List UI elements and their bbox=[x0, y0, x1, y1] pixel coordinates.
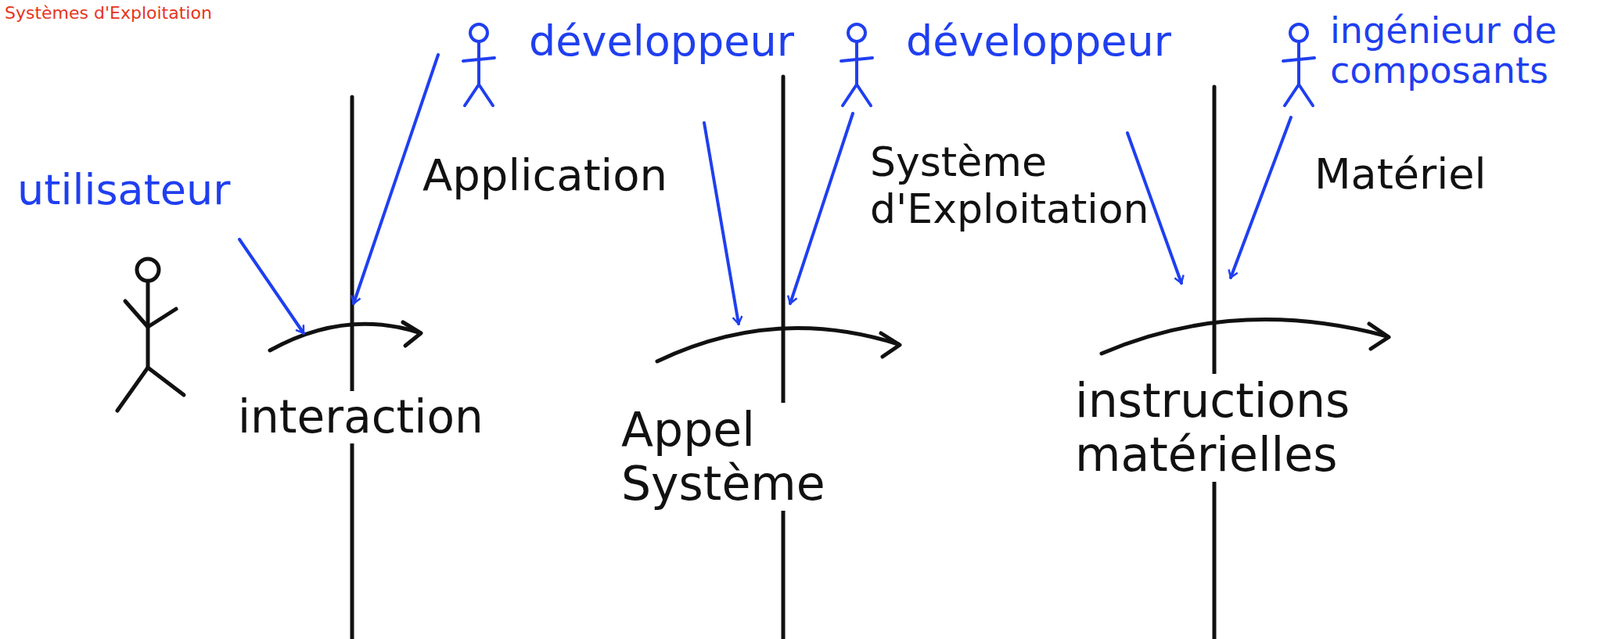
arc-chevron bbox=[1369, 323, 1389, 349]
figure-head bbox=[470, 24, 488, 42]
interface-arc bbox=[269, 323, 419, 351]
role-label: développeur bbox=[528, 17, 795, 66]
separator-line bbox=[350, 97, 355, 639]
layer-label: Application bbox=[422, 150, 668, 201]
arc-chevron bbox=[402, 322, 421, 346]
figure-leg bbox=[842, 84, 857, 106]
figure-leg bbox=[478, 84, 493, 106]
role-arrows bbox=[239, 54, 1291, 334]
figure-leg bbox=[1298, 84, 1313, 106]
interface-arc bbox=[1101, 320, 1388, 354]
figure-arm bbox=[125, 301, 148, 328]
figure-arm bbox=[1283, 57, 1315, 62]
arc-chevron bbox=[880, 333, 900, 357]
page-title: Systèmes d'Exploitation bbox=[4, 3, 213, 23]
layer-separators bbox=[352, 76, 1215, 639]
role-arrow bbox=[1230, 117, 1291, 278]
role-label: utilisateur bbox=[17, 165, 231, 215]
role-arrow bbox=[239, 239, 304, 334]
role-label: développeur bbox=[906, 17, 1172, 66]
figure-arm bbox=[147, 309, 177, 328]
figure-head bbox=[1290, 24, 1308, 42]
figure-leg bbox=[117, 367, 148, 411]
figure-leg bbox=[464, 84, 479, 106]
interface-label: Appel Système bbox=[618, 402, 875, 511]
layer-label: Système d'Exploitation bbox=[870, 139, 1137, 234]
layer-label: Matériel bbox=[1314, 150, 1487, 199]
figure-leg bbox=[856, 84, 871, 106]
role-arrow bbox=[704, 122, 739, 324]
interface-arcs bbox=[269, 320, 1389, 362]
interface-label: instructions matérielles bbox=[1071, 373, 1439, 482]
figure-body bbox=[855, 41, 859, 85]
figure-arm bbox=[463, 57, 495, 62]
separator-line bbox=[1212, 86, 1217, 639]
figure-leg bbox=[147, 367, 184, 396]
figure-leg bbox=[1284, 84, 1299, 106]
role-label: ingénieur de composants bbox=[1330, 10, 1589, 90]
role-arrow bbox=[790, 113, 853, 304]
figure-body bbox=[1297, 41, 1301, 85]
interface-arc bbox=[657, 328, 899, 362]
figure-head bbox=[848, 24, 866, 42]
figure-head bbox=[136, 258, 159, 281]
figure-arm bbox=[841, 57, 873, 62]
figure-body bbox=[477, 41, 481, 85]
interface-label: interaction bbox=[234, 391, 487, 444]
user-figure bbox=[117, 258, 184, 411]
separator-line bbox=[781, 76, 786, 639]
